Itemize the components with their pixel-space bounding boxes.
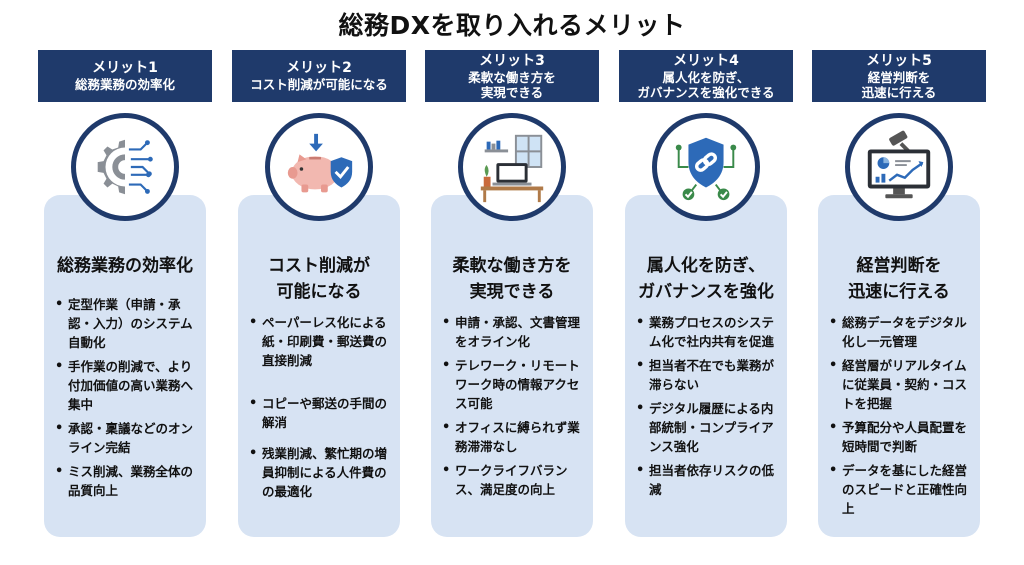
merit-column-4: メリット4 属人化を防ぎ、 ガバナンスを強化できる 属人化を防ぎ、 ガバナンスを xyxy=(619,50,793,562)
list-item: 承認・稟議などのオンライン完結 xyxy=(54,419,202,457)
merit-card-2: コスト削減が 可能になる ペーパーレス化による紙・印刷費・郵送費の直接削減 コピ… xyxy=(238,195,400,537)
card-title-line: 総務業務の効率化 xyxy=(57,256,193,276)
list-item: デジタル履歴による内部統制・コンプライアンス強化 xyxy=(635,399,783,456)
merit-header-number: メリット3 xyxy=(479,52,545,69)
list-item: テレワーク・リモートワーク時の情報アクセス可能 xyxy=(441,356,589,413)
gear-circuit-icon xyxy=(71,113,179,221)
list-item: 担当者依存リスクの低減 xyxy=(635,461,783,499)
list-item: 総務データをデジタル化し一元管理 xyxy=(828,313,976,351)
merit-card-1: 総務業務の効率化 定型作業（申請・承認・入力）のシステム自動化 手作業の削減で、… xyxy=(44,195,206,537)
card-title-line: 属人化を防ぎ、 xyxy=(646,256,766,276)
bullet-list: 申請・承認、文書管理をオライン化 テレワーク・リモートワーク時の情報アクセス可能… xyxy=(441,313,589,504)
list-item: オフィスに縛られず業務滞滞なし xyxy=(441,418,589,456)
merit-column-1: メリット1 総務業務の効率化 総務業務の効率化 定型 xyxy=(38,50,212,562)
merit-header-number: メリット2 xyxy=(286,60,352,76)
home-office-icon xyxy=(458,113,566,221)
merit-header-subtitle: 実現できる xyxy=(480,84,544,100)
merit-card-3: 柔軟な働き方を 実現できる 申請・承認、文書管理をオライン化 テレワーク・リモー… xyxy=(431,195,593,537)
card-title-line: 迅速に行える xyxy=(848,282,950,302)
merit-header-number: メリット4 xyxy=(673,52,739,69)
list-item: データを基にした経営のスピードと正確性向上 xyxy=(828,461,976,518)
merit-header-subtitle: コスト削減が可能になる xyxy=(250,77,388,92)
merit-column-2: メリット2 コスト削減が可能になる コスト削減が 可能になる ペーパーレス化によ… xyxy=(232,50,406,562)
card-title-line: コスト削減が xyxy=(268,256,370,276)
bullet-list: 業務プロセスのシステム化で社内共有を促進 担当者不在でも業務が滞らない デジタル… xyxy=(635,313,783,504)
merit-header-3: メリット3 柔軟な働き方を 実現できる xyxy=(425,50,599,102)
list-item: 担当者不在でも業務が滞らない xyxy=(635,356,783,394)
card-title-line: 可能になる xyxy=(276,282,362,302)
list-item: ワークライフバランス、満足度の向上 xyxy=(441,461,589,499)
list-item: 定型作業（申請・承認・入力）のシステム自動化 xyxy=(54,295,202,352)
merit-header-2: メリット2 コスト削減が可能になる xyxy=(232,50,406,102)
list-item: 残業削減、繁忙期の増員抑制による人件費のの最適化 xyxy=(248,444,396,501)
list-item: 申請・承認、文書管理をオライン化 xyxy=(441,313,589,351)
merit-header-subtitle: 経営判断を xyxy=(867,69,931,85)
list-item: ペーパーレス化による紙・印刷費・郵送費の直接削減 xyxy=(248,313,396,370)
merit-header-subtitle: 総務業務の効率化 xyxy=(74,77,175,92)
merit-header-subtitle: 属人化を防ぎ、 xyxy=(662,69,750,85)
merit-header-4: メリット4 属人化を防ぎ、 ガバナンスを強化できる xyxy=(619,50,793,102)
list-item: 業務プロセスのシステム化で社内共有を促進 xyxy=(635,313,783,351)
merit-header-number: メリット1 xyxy=(92,60,158,76)
merit-header-5: メリット5 経営判断を 迅速に行える xyxy=(812,50,986,102)
list-item: 手作業の削減で、より付加価値の高い業務へ集中 xyxy=(54,357,202,414)
list-item: 経営層がリアルタイムに従業員・契約・コストを把握 xyxy=(828,356,976,413)
list-item: 予算配分や人員配置を短時間で判断 xyxy=(828,418,976,456)
piggy-bank-icon xyxy=(265,113,373,221)
card-title: 柔軟な働き方を 実現できる xyxy=(431,253,593,305)
bullet-list: 総務データをデジタル化し一元管理 経営層がリアルタイムに従業員・契約・コストを把… xyxy=(828,313,976,523)
merit-header-subtitle: ガバナンスを強化できる xyxy=(637,84,775,100)
list-item: コピーや郵送の手間の解消 xyxy=(248,394,396,432)
card-title: 属人化を防ぎ、 ガバナンスを強化 xyxy=(625,253,787,305)
bullet-list: 定型作業（申請・承認・入力）のシステム自動化 手作業の削減で、より付加価値の高い… xyxy=(54,295,202,505)
monitor-chart-icon xyxy=(845,113,953,221)
card-title: コスト削減が 可能になる xyxy=(238,253,400,305)
merit-header-subtitle: 柔軟な働き方を xyxy=(468,69,556,85)
bullet-list: ペーパーレス化による紙・印刷費・郵送費の直接削減 コピーや郵送の手間の解消 残業… xyxy=(248,313,396,506)
merit-card-5: 経営判断を 迅速に行える 総務データをデジタル化し一元管理 経営層がリアルタイム… xyxy=(818,195,980,537)
merit-card-4: 属人化を防ぎ、 ガバナンスを強化 業務プロセスのシステム化で社内共有を促進 担当… xyxy=(625,195,787,537)
merit-column-3: メリット3 柔軟な働き方を 実現できる 柔軟な働き方を 実現できる 申請・承認、… xyxy=(425,50,599,562)
card-title: 総務業務の効率化 xyxy=(44,253,206,279)
card-title-line: 柔軟な働き方を xyxy=(452,256,572,276)
card-title: 経営判断を 迅速に行える xyxy=(818,253,980,305)
merit-header-1: メリット1 総務業務の効率化 xyxy=(38,50,212,102)
card-title-line: ガバナンスを強化 xyxy=(638,282,774,302)
merit-column-5: メリット5 経営判断を 迅速に行える 経営判断を 迅速に行える 総務データをデジ… xyxy=(812,50,986,562)
merit-header-number: メリット5 xyxy=(866,52,932,69)
merit-header-subtitle: 迅速に行える xyxy=(861,84,937,100)
card-title-line: 経営判断を xyxy=(856,256,942,276)
card-title-line: 実現できる xyxy=(469,282,555,302)
page-title: 総務DXを取り入れるメリット xyxy=(338,11,686,40)
shield-chain-icon xyxy=(652,113,760,221)
list-item: ミス削減、業務全体の品質向上 xyxy=(54,462,202,500)
